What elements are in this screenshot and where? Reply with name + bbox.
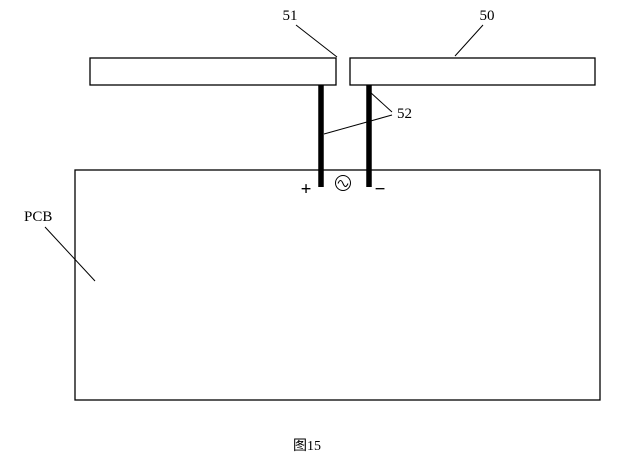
plus-sign: + — [301, 179, 312, 200]
figure-caption: 图15 — [293, 439, 321, 454]
label-52: 52 — [397, 106, 412, 122]
sine-wave-icon — [337, 180, 349, 187]
leader-line-51 — [295, 24, 338, 58]
minus-sign: − — [375, 179, 386, 200]
label-pcb: PCB — [24, 209, 52, 225]
leader-line-52-lower — [323, 114, 393, 135]
leader-line-52-upper — [369, 91, 393, 113]
label-50: 50 — [480, 8, 495, 24]
patch-51-rect — [89, 57, 337, 86]
leader-line-50 — [454, 24, 484, 57]
pcb-rect — [74, 169, 601, 401]
patch-50-rect — [349, 57, 596, 86]
ac-source-circle — [335, 175, 351, 191]
label-51: 51 — [283, 8, 298, 24]
leader-line-pcb — [44, 226, 96, 282]
